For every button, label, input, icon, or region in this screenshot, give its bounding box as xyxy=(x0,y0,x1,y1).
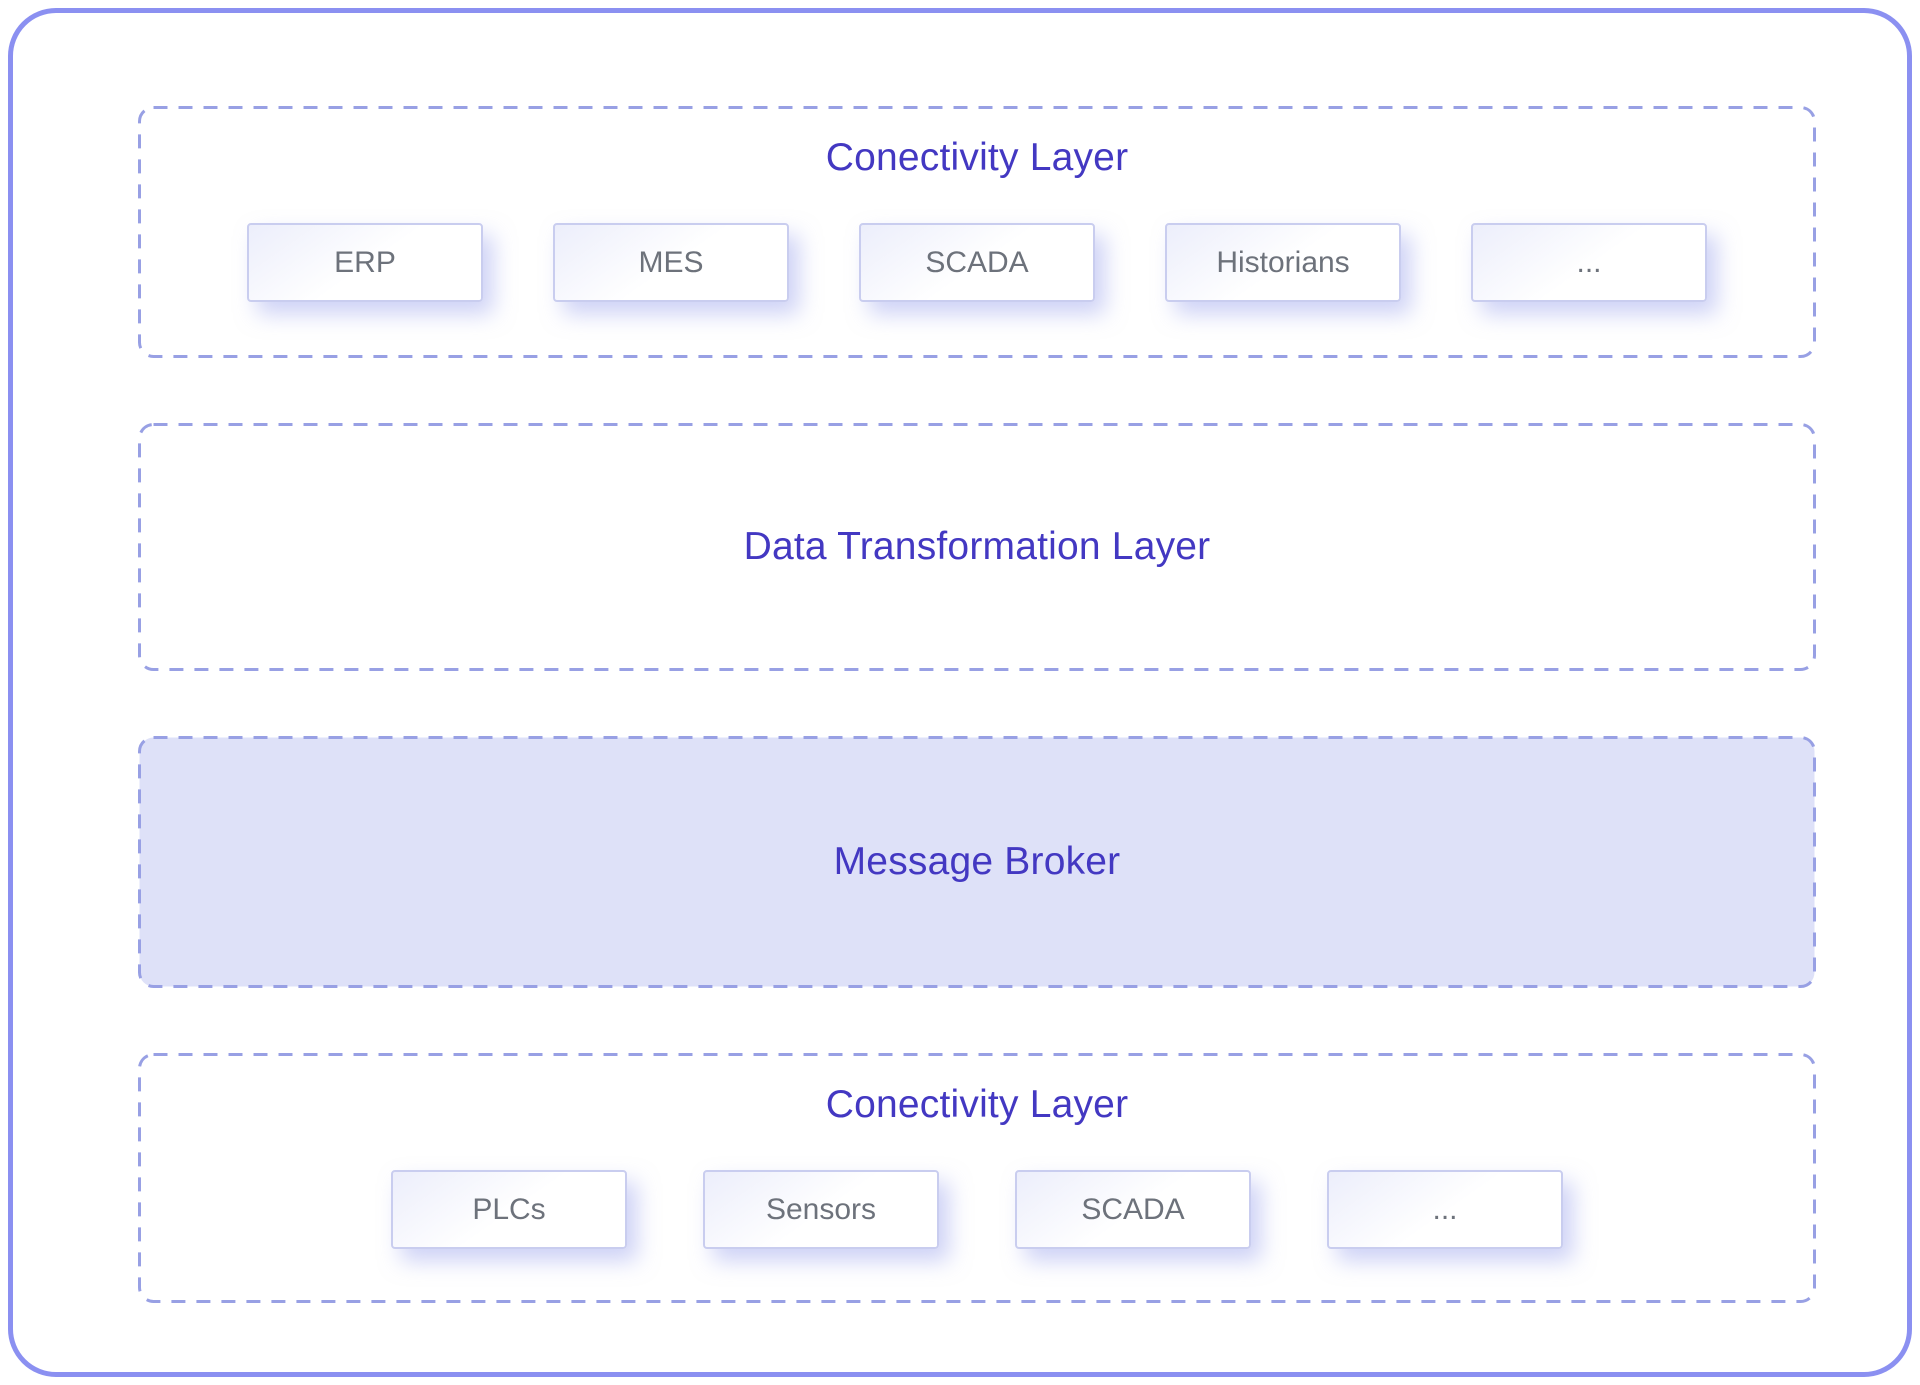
item-more-bottom: ... xyxy=(1327,1170,1563,1249)
layer-title-message-broker: Message Broker xyxy=(833,840,1121,883)
layer-title-connectivity-top: Conectivity Layer xyxy=(825,136,1129,179)
layer-title-data-transformation: Data Transformation Layer xyxy=(743,525,1211,568)
layer-data-transformation: Data Transformation Layer xyxy=(138,423,1816,671)
item-scada-bottom: SCADA xyxy=(1015,1170,1251,1249)
diagram-outer-frame: Conectivity Layer ERP MES SCADA Historia… xyxy=(8,8,1912,1377)
items-row-bottom: PLCs Sensors SCADA ... xyxy=(391,1170,1563,1249)
layer-connectivity-top: Conectivity Layer ERP MES SCADA Historia… xyxy=(138,106,1816,358)
item-more-top: ... xyxy=(1471,223,1707,302)
item-plcs: PLCs xyxy=(391,1170,627,1249)
layer-message-broker: Message Broker xyxy=(138,736,1816,988)
item-historians: Historians xyxy=(1165,223,1401,302)
item-mes: MES xyxy=(553,223,789,302)
layer-title-connectivity-bottom: Conectivity Layer xyxy=(825,1083,1129,1126)
item-sensors: Sensors xyxy=(703,1170,939,1249)
item-erp: ERP xyxy=(247,223,483,302)
layer-connectivity-bottom: Conectivity Layer PLCs Sensors SCADA ... xyxy=(138,1053,1816,1303)
item-scada-top: SCADA xyxy=(859,223,1095,302)
items-row-top: ERP MES SCADA Historians ... xyxy=(247,223,1707,302)
